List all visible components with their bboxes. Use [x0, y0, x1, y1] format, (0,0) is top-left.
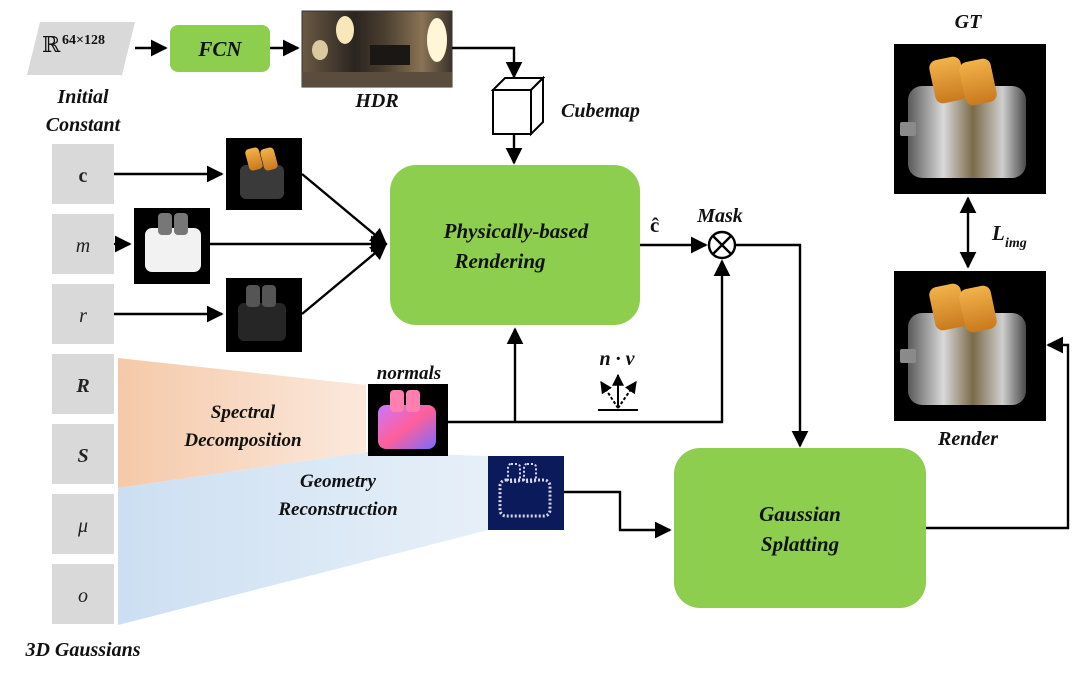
- attr-box-R: R: [52, 354, 114, 414]
- render-image: [894, 271, 1046, 421]
- attr-box-c: c: [52, 144, 114, 204]
- attr-box-mu: μ: [52, 494, 114, 554]
- attr-m: m: [76, 235, 90, 257]
- loss-label: L: [991, 221, 1005, 245]
- attr-mu: μ: [77, 515, 88, 537]
- gt-label: GT: [955, 11, 982, 33]
- gs-box: [674, 448, 926, 608]
- mask-multiply-icon: [707, 230, 737, 260]
- spectral-label-1: Spectral: [211, 402, 276, 423]
- cubemap-icon: [490, 75, 546, 137]
- ndotv-label: n · v: [600, 348, 636, 370]
- attr-c: c: [79, 165, 88, 187]
- ndotv-icon: [598, 373, 638, 411]
- gaussians-label: 3D Gaussians: [24, 639, 140, 661]
- gt-image: [894, 44, 1046, 194]
- cubemap-label: Cubemap: [561, 100, 640, 122]
- loss-subscript: img: [1005, 236, 1027, 251]
- roughness-thumbnail: [226, 278, 302, 352]
- attr-box-r: r: [52, 284, 114, 344]
- spectral-wedge: [118, 358, 366, 488]
- c-hat-label: ĉ: [650, 213, 659, 237]
- geometry-wedge: [118, 452, 488, 625]
- pbr-label-2: Rendering: [453, 249, 545, 273]
- mask-label: Mask: [696, 205, 743, 227]
- pbr-box: [390, 165, 640, 325]
- attr-S: S: [77, 445, 88, 467]
- spectral-label-2: Decomposition: [183, 430, 301, 451]
- attr-box-S: S: [52, 424, 114, 484]
- hdr-label: HDR: [354, 90, 398, 112]
- real-symbol: ℝ: [42, 32, 61, 57]
- normals-label: normals: [377, 363, 441, 384]
- gs-label-1: Gaussian: [759, 502, 841, 526]
- hdr-panorama: [301, 10, 453, 88]
- fcn-label: FCN: [197, 37, 242, 61]
- input-dims: 64×128: [62, 33, 105, 48]
- pointcloud-thumbnail: [488, 456, 564, 530]
- initial-constant-input: ℝ 64×128: [27, 22, 135, 75]
- albedo-thumbnail: [226, 138, 302, 210]
- fcn-box: [170, 25, 270, 72]
- normals-thumbnail: [368, 384, 448, 456]
- initial-caption-2: Constant: [46, 114, 122, 136]
- gs-label-2: Splatting: [761, 532, 839, 556]
- attr-r: r: [79, 305, 87, 327]
- geometry-label-2: Reconstruction: [277, 499, 397, 520]
- initial-caption-1: Initial: [56, 86, 109, 108]
- attr-box-o: o: [52, 564, 114, 624]
- pbr-label-1: Physically-based: [443, 219, 589, 243]
- attribute-column: c m r R S μ o: [52, 144, 114, 624]
- attr-R: R: [75, 375, 89, 397]
- metallic-thumbnail: [134, 208, 210, 284]
- attr-box-m: m: [52, 214, 114, 274]
- geometry-label-1: Geometry: [300, 471, 377, 492]
- attr-o: o: [78, 585, 88, 607]
- render-label: Render: [937, 428, 998, 450]
